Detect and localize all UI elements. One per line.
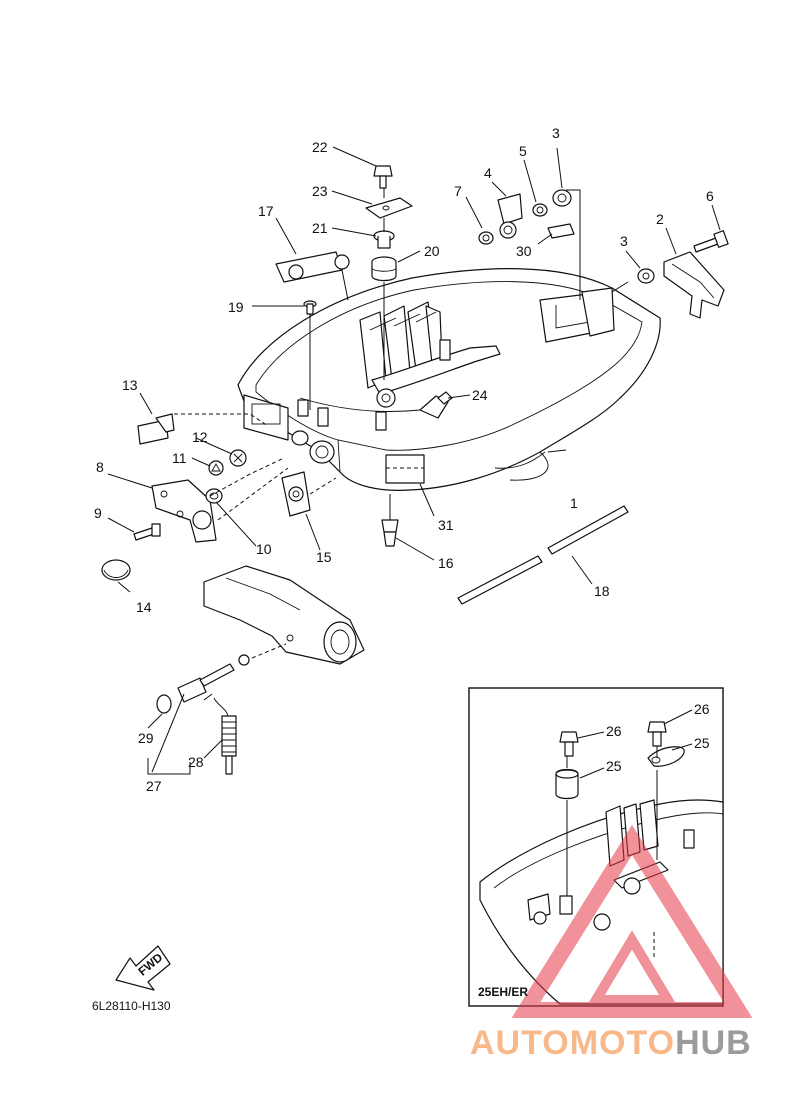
part-3-washer-top bbox=[552, 189, 572, 207]
callout-1: 1 bbox=[570, 495, 578, 511]
part-16-fitting bbox=[381, 519, 399, 547]
watermark-text: AUTOMOTOHUB bbox=[470, 1024, 752, 1062]
part-21-collar bbox=[373, 230, 395, 249]
inset-25eh-er bbox=[468, 687, 724, 1007]
part-12-cap bbox=[229, 449, 247, 467]
part-23-plate bbox=[365, 197, 413, 219]
part-11-washer bbox=[208, 460, 224, 476]
part-8-plate bbox=[151, 479, 217, 543]
part-15-grommet bbox=[281, 471, 311, 517]
callout-24: 24 bbox=[472, 387, 488, 403]
leader-lines bbox=[107, 146, 721, 775]
part-22-bolt bbox=[373, 165, 393, 189]
part-4-clip bbox=[497, 193, 523, 239]
callout-16: 16 bbox=[438, 555, 454, 571]
callout-29: 29 bbox=[138, 730, 154, 746]
callout-20: 20 bbox=[424, 243, 440, 259]
part-13-plug bbox=[137, 413, 175, 445]
part-5-washer bbox=[532, 203, 548, 217]
callout-25-right: 25 bbox=[694, 735, 710, 751]
part-30-plate bbox=[547, 223, 575, 239]
callout-19: 19 bbox=[228, 299, 244, 315]
callout-30: 30 bbox=[516, 243, 532, 259]
part-29-cap bbox=[156, 694, 172, 714]
callout-8: 8 bbox=[96, 459, 104, 475]
part-7-nut bbox=[478, 231, 494, 245]
part-19-screw bbox=[303, 300, 317, 315]
drawing-code: 6L28110-H130 bbox=[92, 999, 171, 1013]
part-3-nut-right bbox=[637, 268, 655, 284]
part-24-fitting bbox=[419, 391, 453, 419]
callout-14: 14 bbox=[136, 599, 152, 615]
callout-11: 11 bbox=[172, 450, 187, 466]
callout-6: 6 bbox=[706, 188, 714, 204]
callout-2: 2 bbox=[656, 211, 664, 227]
callout-9: 9 bbox=[94, 505, 102, 521]
cable-clamp-housing bbox=[203, 565, 365, 665]
part-9-screw bbox=[133, 523, 161, 541]
callout-15: 15 bbox=[316, 549, 332, 565]
part-18-rod bbox=[457, 505, 629, 605]
callout-22: 22 bbox=[312, 139, 328, 155]
callout-31: 31 bbox=[438, 517, 454, 533]
callout-13: 13 bbox=[122, 377, 138, 393]
callout-4: 4 bbox=[484, 165, 492, 181]
callout-labels: 22 23 21 20 17 19 7 4 5 3 30 3 2 6 24 1 … bbox=[92, 125, 714, 1013]
part-17-bracket bbox=[275, 251, 350, 283]
callout-10: 10 bbox=[256, 541, 272, 557]
callout-27: 27 bbox=[146, 778, 162, 794]
callout-18: 18 bbox=[594, 583, 610, 599]
part-28-spring bbox=[213, 697, 237, 775]
callout-3-right: 3 bbox=[620, 233, 628, 249]
callout-25-left: 25 bbox=[606, 758, 622, 774]
callout-7: 7 bbox=[454, 183, 462, 199]
callout-17: 17 bbox=[258, 203, 274, 219]
part-10-nut bbox=[205, 488, 223, 504]
callout-26-right: 26 bbox=[694, 701, 710, 717]
inset-label: 25EH/ER bbox=[478, 985, 528, 999]
part-6-bolt bbox=[693, 230, 729, 253]
part-27-connector bbox=[177, 654, 250, 703]
callout-3-top: 3 bbox=[552, 125, 560, 141]
part-14-cap bbox=[101, 559, 131, 581]
callout-12: 12 bbox=[192, 429, 208, 445]
bottom-cowling bbox=[237, 268, 661, 491]
callout-5: 5 bbox=[519, 143, 527, 159]
watermark-triangle-icon bbox=[511, 824, 753, 1018]
callout-26-left: 26 bbox=[606, 723, 622, 739]
assembly-guide-lines bbox=[174, 188, 391, 701]
watermark-text-part2: HUB bbox=[675, 1024, 752, 1062]
callout-21: 21 bbox=[312, 220, 328, 236]
watermark-logo bbox=[511, 824, 753, 1018]
callout-28: 28 bbox=[188, 754, 204, 770]
watermark-text-part1: AUTOMOTO bbox=[470, 1024, 675, 1062]
fwd-arrow-icon bbox=[115, 945, 171, 991]
part-2-bracket bbox=[663, 251, 725, 319]
part-20-grommet bbox=[371, 256, 397, 282]
callout-23: 23 bbox=[312, 183, 328, 199]
